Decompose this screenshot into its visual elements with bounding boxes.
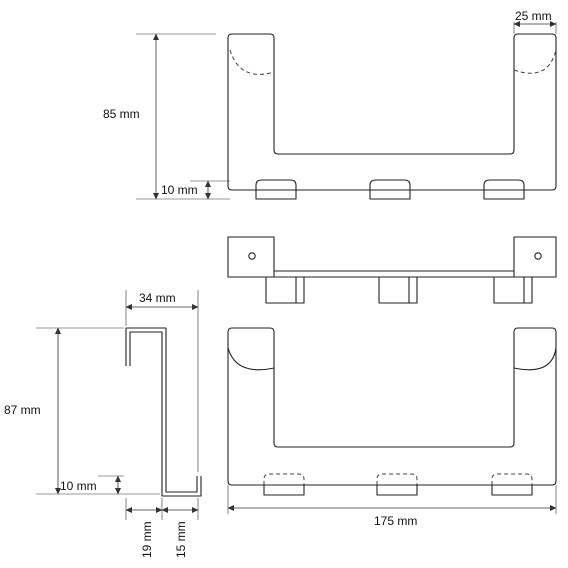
label-total-width: 175 mm <box>374 514 417 528</box>
label-side-height: 87 mm <box>4 403 41 417</box>
label-front-clip: 10 mm <box>161 183 198 197</box>
clips-front-top <box>255 179 525 200</box>
clips-front-bottom <box>263 473 533 496</box>
hook-face-left <box>227 347 275 371</box>
label-front-height: 85 mm <box>103 107 140 121</box>
label-side-depth: 34 mm <box>139 291 176 305</box>
hook-curve-right <box>513 49 557 74</box>
label-side-clip: 10 mm <box>60 479 97 493</box>
plan-view <box>227 236 557 304</box>
hook-curve-left <box>229 49 275 75</box>
front-view-top: 25 mm 85 mm 10 mm <box>103 9 557 200</box>
hook-face-right <box>513 347 557 371</box>
side-view: 34 mm 87 mm 10 mm 19 mm 15 mm <box>4 290 202 558</box>
front-view-bottom: 175 mm <box>227 327 557 528</box>
label-side-bottom-left: 19 mm <box>140 521 154 558</box>
label-side-bottom-right: 15 mm <box>174 521 188 558</box>
label-hook-width: 25 mm <box>515 9 552 23</box>
